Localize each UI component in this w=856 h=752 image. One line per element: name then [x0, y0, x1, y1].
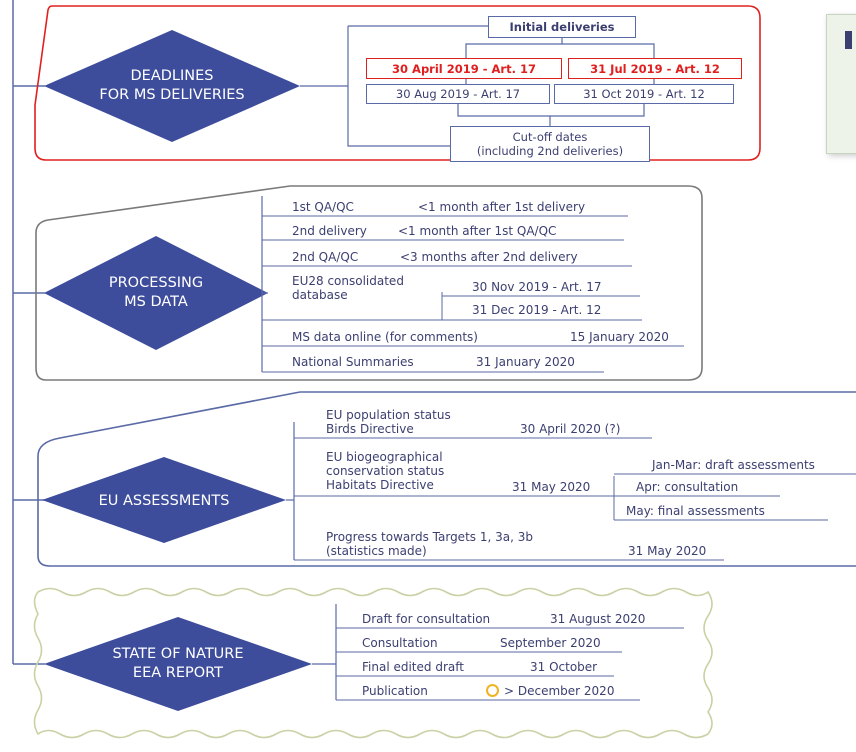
processing-diamond	[44, 236, 268, 350]
processing-frame	[35, 185, 703, 381]
deadlines-diamond	[44, 30, 300, 142]
art17-cutoff-box: 30 Aug 2019 - Art. 17	[366, 84, 550, 104]
processing-title: PROCESSING MS DATA	[108, 275, 204, 310]
deadlines-title: DEADLINES FOR MS DELIVERIES	[99, 68, 245, 103]
delivery2-value: <1 month after 1st QA/QC	[398, 224, 557, 238]
sub-draft: Jan-Mar: draft assessments	[652, 458, 815, 472]
panel-marker	[845, 31, 852, 49]
online-value: 15 January 2020	[570, 330, 669, 344]
final-label: Final edited draft	[362, 660, 464, 674]
draft-value: 31 August 2020	[550, 612, 646, 626]
report-diamond	[44, 617, 312, 711]
summaries-value: 31 January 2020	[476, 355, 575, 369]
assessments-diamond	[42, 457, 286, 543]
qa1-label: 1st QA/QC	[292, 200, 354, 214]
habitats-value: 31 May 2020	[512, 480, 591, 494]
birds-label: EU population status Birds Directive	[326, 408, 451, 436]
art12-initial-box: 31 Jul 2019 - Art. 12	[568, 58, 742, 79]
pub-value: > December 2020	[504, 684, 615, 698]
birds-value: 30 April 2020 (?)	[520, 422, 621, 436]
online-label: MS data online (for comments)	[292, 330, 478, 344]
side-panel	[826, 14, 856, 154]
cutoff-dates-box: Cut-off dates (including 2nd deliveries)	[450, 126, 650, 162]
initial-deliveries-box: Initial deliveries	[488, 16, 636, 38]
pub-label: Publication	[362, 684, 428, 698]
targets-label: Progress towards Targets 1, 3a, 3b (stat…	[326, 530, 533, 558]
habitats-label: EU biogeographical conservation status H…	[326, 450, 445, 492]
report-title: STATE OF NATURE EEA REPORT	[112, 646, 244, 681]
delivery2-label: 2nd delivery	[292, 224, 367, 238]
qa2-value: <3 months after 2nd delivery	[400, 250, 578, 264]
clock-icon	[486, 684, 499, 697]
art17-initial-box: 30 April 2019 - Art. 17	[366, 58, 562, 79]
targets-value: 31 May 2020	[628, 544, 707, 558]
eu28-art17: 30 Nov 2019 - Art. 17	[472, 280, 602, 294]
draft-label: Draft for consultation	[362, 612, 491, 626]
assessments-title: EU ASSESSMENTS	[98, 492, 230, 509]
sub-consultation: Apr: consultation	[636, 480, 739, 494]
qa2-label: 2nd QA/QC	[292, 250, 359, 264]
final-value: 31 October	[530, 660, 598, 674]
assessments-frame	[37, 391, 856, 567]
art12-cutoff-box: 31 Oct 2019 - Art. 12	[554, 84, 734, 104]
eu28-label: EU28 consolidated database	[292, 274, 404, 302]
report-frame	[33, 587, 713, 739]
qa1-value: <1 month after 1st delivery	[418, 200, 586, 214]
consult-value: September 2020	[500, 636, 601, 650]
eu28-art12: 31 Dec 2019 - Art. 12	[472, 303, 602, 317]
summaries-label: National Summaries	[292, 355, 414, 369]
deadlines-frame	[34, 5, 761, 161]
consult-label: Consultation	[362, 636, 438, 650]
sub-final: May: final assessments	[626, 504, 765, 518]
